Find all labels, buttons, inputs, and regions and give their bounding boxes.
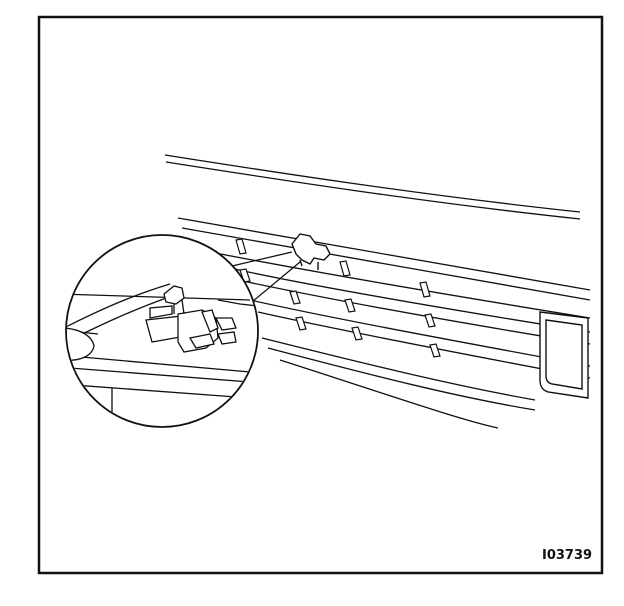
grille-slats bbox=[235, 238, 441, 358]
callout-pointer bbox=[231, 251, 301, 303]
figure-frame bbox=[37, 15, 604, 575]
figure-reference-code: I03739 bbox=[542, 548, 592, 563]
indicator-lamp bbox=[539, 311, 589, 399]
radiator-grille bbox=[177, 217, 591, 429]
detail-magnifier bbox=[65, 234, 259, 428]
bonnet-edge bbox=[164, 154, 581, 220]
grille-clip bbox=[291, 233, 331, 270]
